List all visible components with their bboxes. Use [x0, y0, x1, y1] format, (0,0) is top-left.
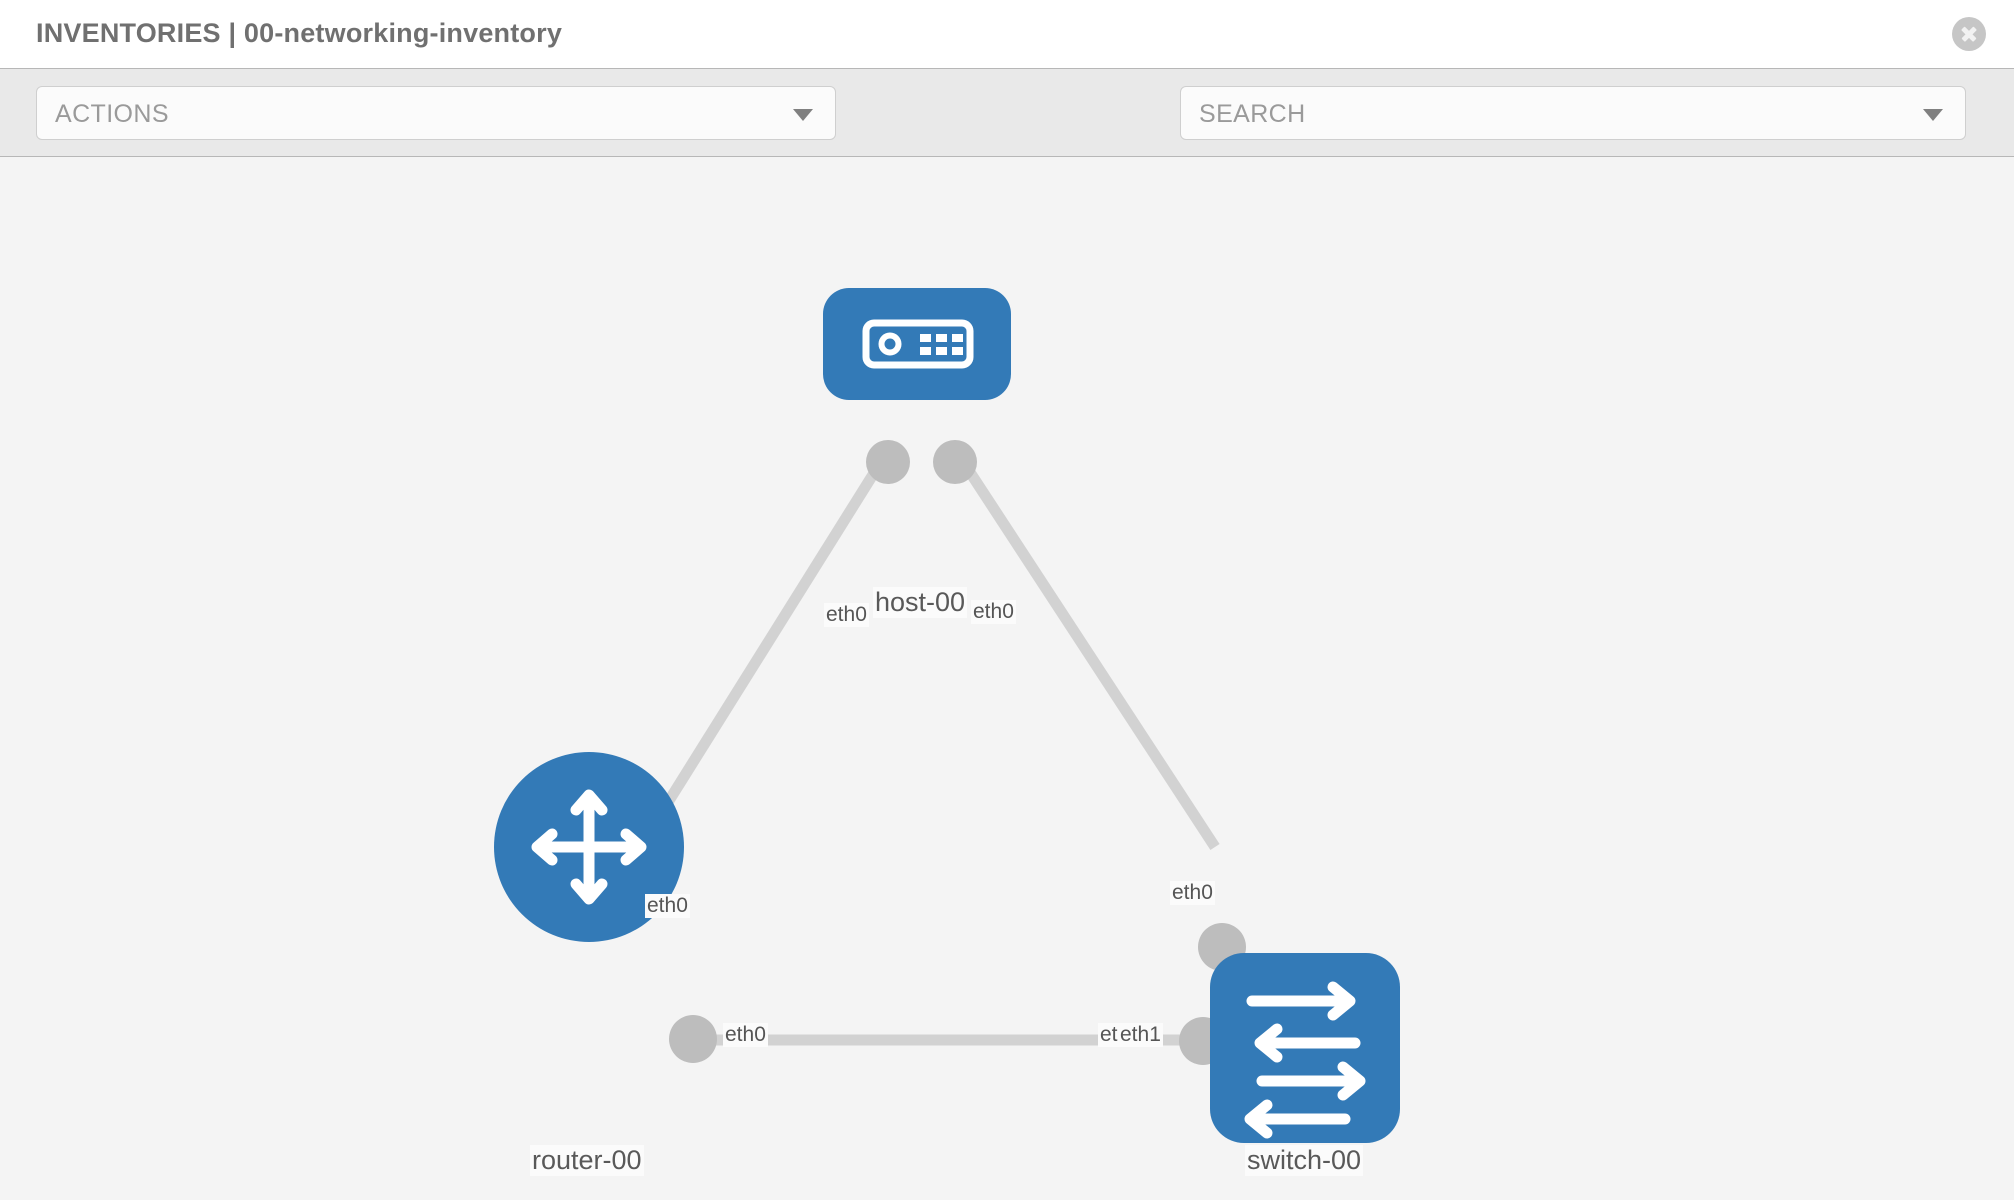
router-icon [531, 789, 647, 905]
interface-label: eth0 [645, 894, 690, 918]
node-label-switch-00: switch-00 [1245, 1145, 1364, 1176]
topology-graph [494, 288, 1400, 1143]
search-input[interactable]: SEARCH [1180, 86, 1966, 140]
search-chevron-down-icon[interactable] [1923, 109, 1943, 121]
actions-dropdown-label: ACTIONS [55, 100, 169, 128]
host-icon [862, 319, 974, 369]
page-header: INVENTORIES | 00-networking-inventory [0, 0, 2014, 69]
node-host-00[interactable] [823, 288, 1011, 400]
node-router-00[interactable] [494, 752, 717, 1063]
toolbar: ACTIONS SEARCH [0, 69, 2014, 203]
switch-icon [1244, 981, 1366, 1139]
link-host-router[interactable] [635, 454, 889, 850]
actions-dropdown[interactable]: ACTIONS [36, 86, 836, 140]
topology-canvas[interactable]: eth0 eth0 eth0 eth0 eth0 eth0 eth1 host-… [0, 157, 2014, 1200]
connector-nub[interactable] [669, 1015, 717, 1063]
interface-label: eth0 [971, 600, 1016, 624]
connector-nub[interactable] [866, 440, 910, 484]
interface-label: eth0 [824, 603, 869, 627]
connector-nub[interactable] [933, 440, 977, 484]
page-title: INVENTORIES | 00-networking-inventory [36, 18, 563, 48]
node-label-host-00: host-00 [873, 587, 968, 618]
search-placeholder: SEARCH [1199, 100, 1306, 128]
link-host-switch[interactable] [955, 453, 1220, 851]
interface-label: eth0 [1170, 881, 1215, 905]
host-node-shape[interactable] [823, 288, 1011, 400]
interface-label: eth1 [1118, 1023, 1163, 1047]
chevron-down-icon [793, 109, 813, 121]
interface-label: eth0 [723, 1023, 768, 1047]
node-switch-00[interactable] [1179, 923, 1400, 1143]
close-icon[interactable] [1952, 17, 1986, 51]
node-label-router-00: router-00 [530, 1145, 644, 1176]
